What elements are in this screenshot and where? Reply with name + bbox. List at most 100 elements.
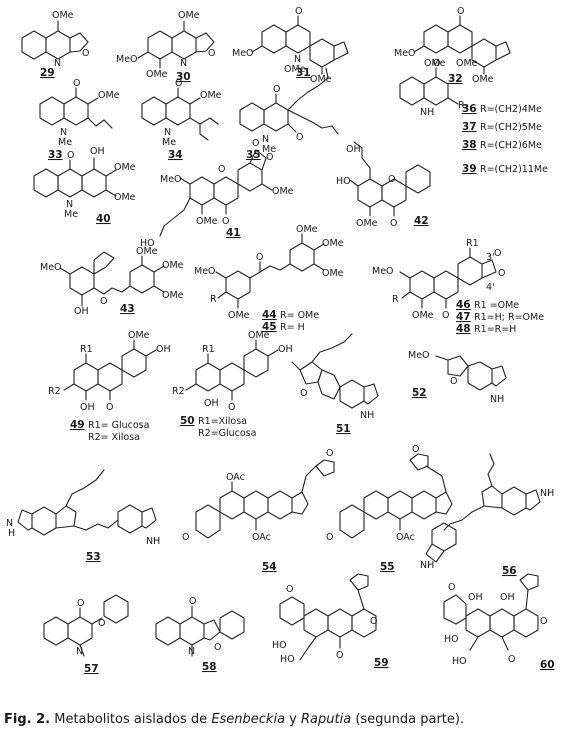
compound-number-55: 55 (380, 561, 395, 573)
svg-text:R=(CH2)11Me: R=(CH2)11Me (480, 164, 548, 175)
svg-text:OMe: OMe (162, 260, 184, 271)
svg-text:O: O (540, 616, 547, 627)
svg-text:OH: OH (74, 306, 89, 317)
svg-text:O: O (273, 84, 280, 95)
caption-text-2: y (285, 712, 302, 727)
svg-text:OMe: OMe (162, 290, 184, 301)
structure-40: O OH OMe OMe N Me 40 (33, 146, 136, 225)
svg-text:OMe: OMe (456, 58, 478, 69)
svg-text:R2= Xilosa: R2= Xilosa (88, 432, 140, 443)
svg-text:O: O (73, 78, 80, 89)
svg-text:HO: HO (272, 640, 287, 651)
svg-text:OMe: OMe (424, 58, 446, 69)
svg-text:Me: Me (58, 137, 72, 148)
compound-number-30: 30 (176, 71, 191, 83)
svg-text:O: O (448, 582, 455, 593)
svg-text:O: O (189, 596, 196, 607)
compound-number-45: 45 (262, 321, 277, 333)
svg-text:O: O (388, 174, 395, 185)
svg-text:HO: HO (336, 176, 351, 187)
svg-text:MeO: MeO (232, 48, 254, 59)
svg-text:O: O (286, 584, 293, 595)
svg-text:R1: R1 (466, 238, 479, 249)
svg-text:R2: R2 (172, 386, 185, 397)
svg-text:O: O (106, 402, 113, 413)
svg-text:O: O (218, 164, 225, 175)
structure-35: O N O Me 35 (239, 67, 339, 161)
svg-text:H: H (8, 528, 15, 539)
svg-text:NH: NH (360, 410, 374, 421)
compound-number-37: 37 (462, 121, 477, 133)
compound-number-50: 50 (180, 415, 195, 427)
svg-text:OMe: OMe (114, 192, 136, 203)
svg-text:OH: OH (278, 344, 293, 355)
caption-text-1: Metabolitos aislados de (50, 712, 212, 727)
svg-text:OMe: OMe (412, 310, 434, 321)
compound-number-33: 33 (48, 149, 63, 161)
svg-text:R=(CH2)5Me: R=(CH2)5Me (480, 122, 542, 133)
structure-29: OMe N O 29 (21, 10, 89, 79)
svg-text:N: N (164, 127, 171, 138)
svg-text:OMe: OMe (322, 268, 344, 279)
structure-34: O OMe N Me 34 (141, 78, 222, 161)
svg-text:O: O (450, 376, 457, 387)
svg-text:HO: HO (452, 656, 467, 667)
svg-text:NH: NH (420, 107, 434, 118)
svg-text:R2=Glucosa: R2=Glucosa (198, 428, 256, 439)
svg-text:R= H: R= H (280, 322, 305, 333)
svg-text:OAc: OAc (252, 532, 271, 543)
compound-number-34: 34 (168, 149, 183, 161)
svg-text:3': 3' (486, 252, 495, 263)
svg-text:R: R (458, 100, 465, 111)
svg-text:OMe: OMe (472, 74, 494, 85)
structure-42: OH HO O OMe O 42 (336, 141, 431, 229)
svg-text:O: O (256, 252, 263, 263)
compound-number-54: 54 (262, 561, 277, 573)
svg-text:OH: OH (468, 592, 483, 603)
svg-text:R1= Glucosa: R1= Glucosa (88, 420, 149, 431)
svg-text:OMe: OMe (146, 69, 168, 80)
svg-text:OMe: OMe (228, 310, 250, 321)
svg-text:OMe: OMe (272, 186, 294, 197)
structure-33: O OMe N Me 33 (39, 78, 120, 161)
structure-55: O O OAc 55 (326, 444, 453, 573)
svg-text:MeO: MeO (194, 266, 216, 277)
compound-number-57: 57 (84, 663, 99, 675)
svg-text:O: O (370, 616, 377, 627)
svg-text:O: O (412, 444, 419, 455)
svg-text:R=(CH2)4Me: R=(CH2)4Me (480, 104, 542, 115)
svg-text:Me: Me (262, 144, 276, 155)
svg-text:NH: NH (146, 536, 160, 547)
svg-text:R1: R1 (202, 344, 215, 355)
structure-54: O OAc O OAc 54 (182, 448, 335, 573)
svg-text:O: O (300, 388, 307, 399)
compound-number-53: 53 (86, 551, 101, 563)
compound-number-46: 46 (456, 299, 471, 311)
svg-text:HO: HO (140, 238, 155, 249)
compound-number-48: 48 (456, 323, 471, 335)
figure-caption: Fig. 2. Metabolitos aislados de Esenbeck… (4, 712, 576, 727)
structure-57: O O N 57 (43, 594, 129, 675)
structure-44-45: MeO R OMe O OMe OMe OMe 44 R= OMe 45 R= … (194, 224, 344, 333)
compound-number-29: 29 (40, 67, 55, 79)
svg-text:O: O (336, 650, 343, 661)
svg-text:OH: OH (90, 146, 105, 157)
svg-text:OMe: OMe (200, 90, 222, 101)
svg-text:O: O (326, 448, 333, 459)
svg-text:O: O (222, 216, 229, 227)
svg-text:O: O (442, 310, 449, 321)
svg-text:OMe: OMe (296, 224, 318, 235)
compound-number-43: 43 (120, 303, 135, 315)
svg-text:N: N (262, 134, 269, 145)
structure-59: O HO HO O O 59 (272, 573, 389, 669)
structure-32: O MeO OMe OMe OMe 32 (394, 6, 511, 85)
svg-text:MeO: MeO (40, 262, 62, 273)
svg-text:OH: OH (346, 144, 361, 155)
structure-49: OMe OH R1 R2 OH O 49 R1= Glucosa R2= Xil… (48, 330, 171, 443)
svg-text:N: N (180, 58, 187, 69)
svg-text:O: O (508, 654, 515, 665)
svg-text:OMe: OMe (114, 162, 136, 173)
svg-text:OMe: OMe (52, 10, 74, 21)
svg-text:O: O (100, 296, 107, 307)
svg-text:O: O (182, 532, 189, 543)
